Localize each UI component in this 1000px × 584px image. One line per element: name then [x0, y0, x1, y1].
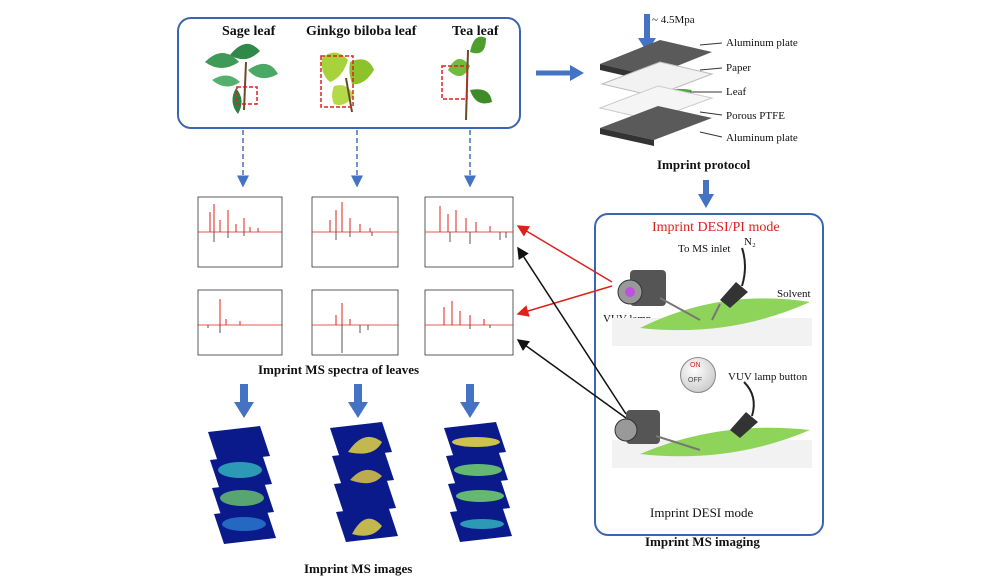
ginkgo-leaf-label: Ginkgo biloba leaf [306, 24, 417, 39]
desi-setup [612, 381, 812, 468]
black-arrow-1 [517, 246, 627, 415]
n2-label: N₂ [744, 236, 756, 248]
vuv-button-label: VUV lamp button [728, 371, 808, 383]
ms-images-ginkgo [330, 422, 398, 542]
imprint-imaging-panel [594, 213, 824, 536]
spectrum-tea-desi [424, 289, 514, 356]
red-arrow-1 [516, 225, 613, 283]
red-arrow-2 [516, 285, 613, 317]
spectrum-sage-desi [197, 289, 283, 356]
imprint-stack [598, 40, 723, 146]
layer-aluminum-top: Aluminum plate [726, 37, 798, 49]
ginkgo-leaf-image [320, 52, 374, 113]
tea-leaf-image [441, 36, 492, 121]
vuv-lamp-button [680, 357, 716, 393]
on-label: ON [690, 362, 701, 369]
ms-images-tea [444, 422, 512, 542]
spectrum-ginkgo-desi [311, 289, 399, 356]
imprint-imaging-caption: Imprint MS imaging [645, 534, 760, 549]
pressure-label: ~ 4.5Mpa [652, 14, 695, 26]
layer-leaf: Leaf [726, 86, 747, 98]
ms-images-sage [208, 426, 276, 544]
sage-leaf-image [205, 43, 278, 114]
layer-paper: Paper [726, 62, 752, 74]
desi-pi-setup [612, 247, 812, 346]
layer-porous-ptfe: Porous PTFE [726, 110, 785, 122]
leaf-samples-panel [177, 17, 521, 129]
imprint-protocol-caption: Imprint protocol [657, 157, 751, 172]
black-arrow-2 [516, 339, 627, 419]
tea-leaf-label: Tea leaf [452, 24, 499, 39]
sage-leaf-label: Sage leaf [222, 24, 276, 39]
off-label: OFF [688, 377, 702, 384]
desi-mode-label: Imprint DESI mode [650, 505, 754, 520]
solvent-label: Solvent [777, 288, 811, 300]
spectrum-tea-desi-pi [424, 196, 514, 268]
spectrum-ginkgo-desi-pi [311, 196, 399, 268]
spectrum-sage-desi-pi [197, 196, 283, 268]
layer-aluminum-bottom: Aluminum plate [726, 132, 798, 144]
to-ms-inlet-label: To MS inlet [678, 243, 731, 255]
desi-pi-mode-label: Imprint DESI/PI mode [652, 220, 780, 235]
spectra-caption: Imprint MS spectra of leaves [258, 362, 420, 377]
images-caption: Imprint MS images [304, 561, 413, 576]
